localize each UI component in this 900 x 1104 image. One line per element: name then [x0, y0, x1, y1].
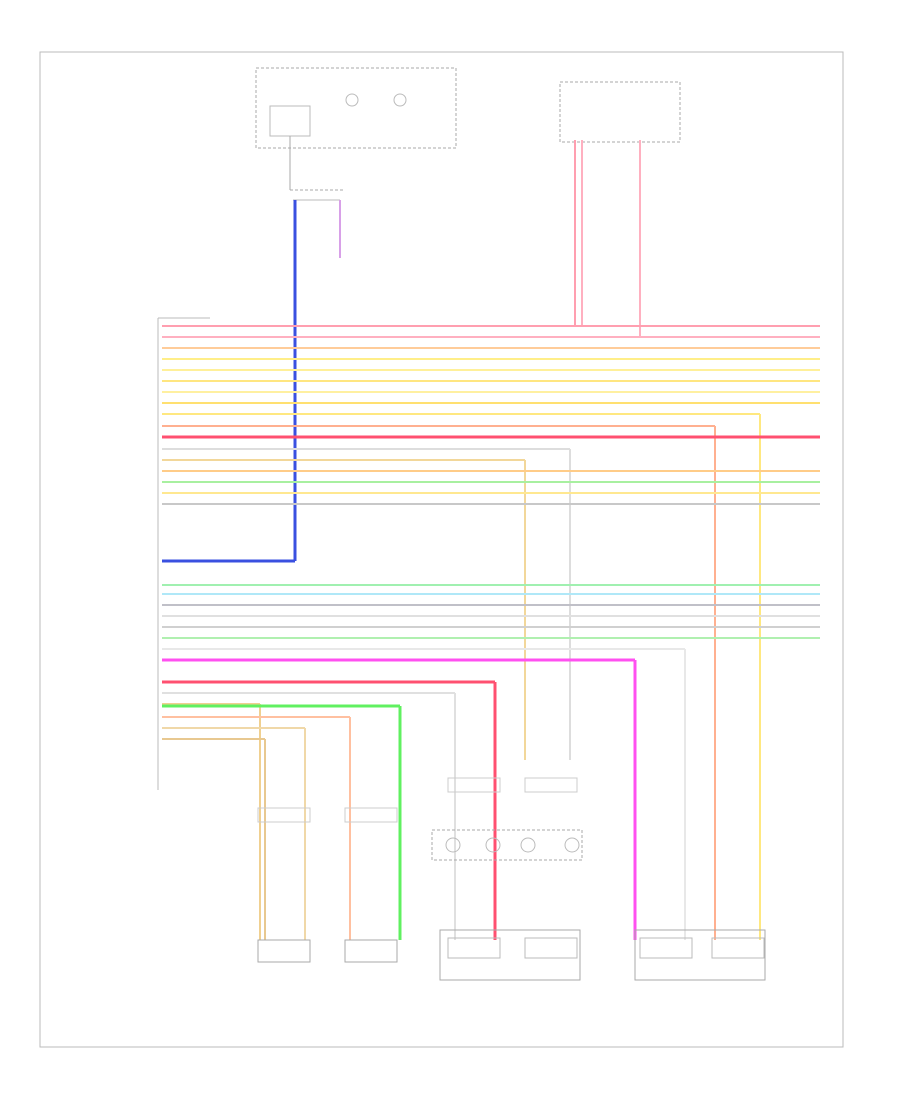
top-right-splice-box — [559, 81, 681, 143]
horizontal-wires — [162, 325, 820, 740]
connector-right-belt — [344, 807, 398, 823]
connector-center-2 — [524, 777, 578, 793]
inflatable-restraint-left — [439, 929, 581, 981]
top-fuse-block — [255, 67, 457, 190]
ground-connector — [290, 189, 345, 258]
diagram-frame — [39, 51, 844, 1048]
inflatable-restraint-right — [634, 929, 766, 981]
resistor-block — [431, 829, 583, 861]
left-seat-belt-pretensioner — [257, 939, 311, 963]
right-seat-belt-pretensioner — [344, 939, 398, 963]
lower-connectors — [257, 777, 583, 861]
connector-center-1 — [447, 777, 501, 793]
vertical-wires — [259, 140, 761, 940]
bottom-components — [257, 929, 766, 981]
connector-left-belt — [257, 807, 311, 823]
sdm-module — [157, 317, 210, 790]
